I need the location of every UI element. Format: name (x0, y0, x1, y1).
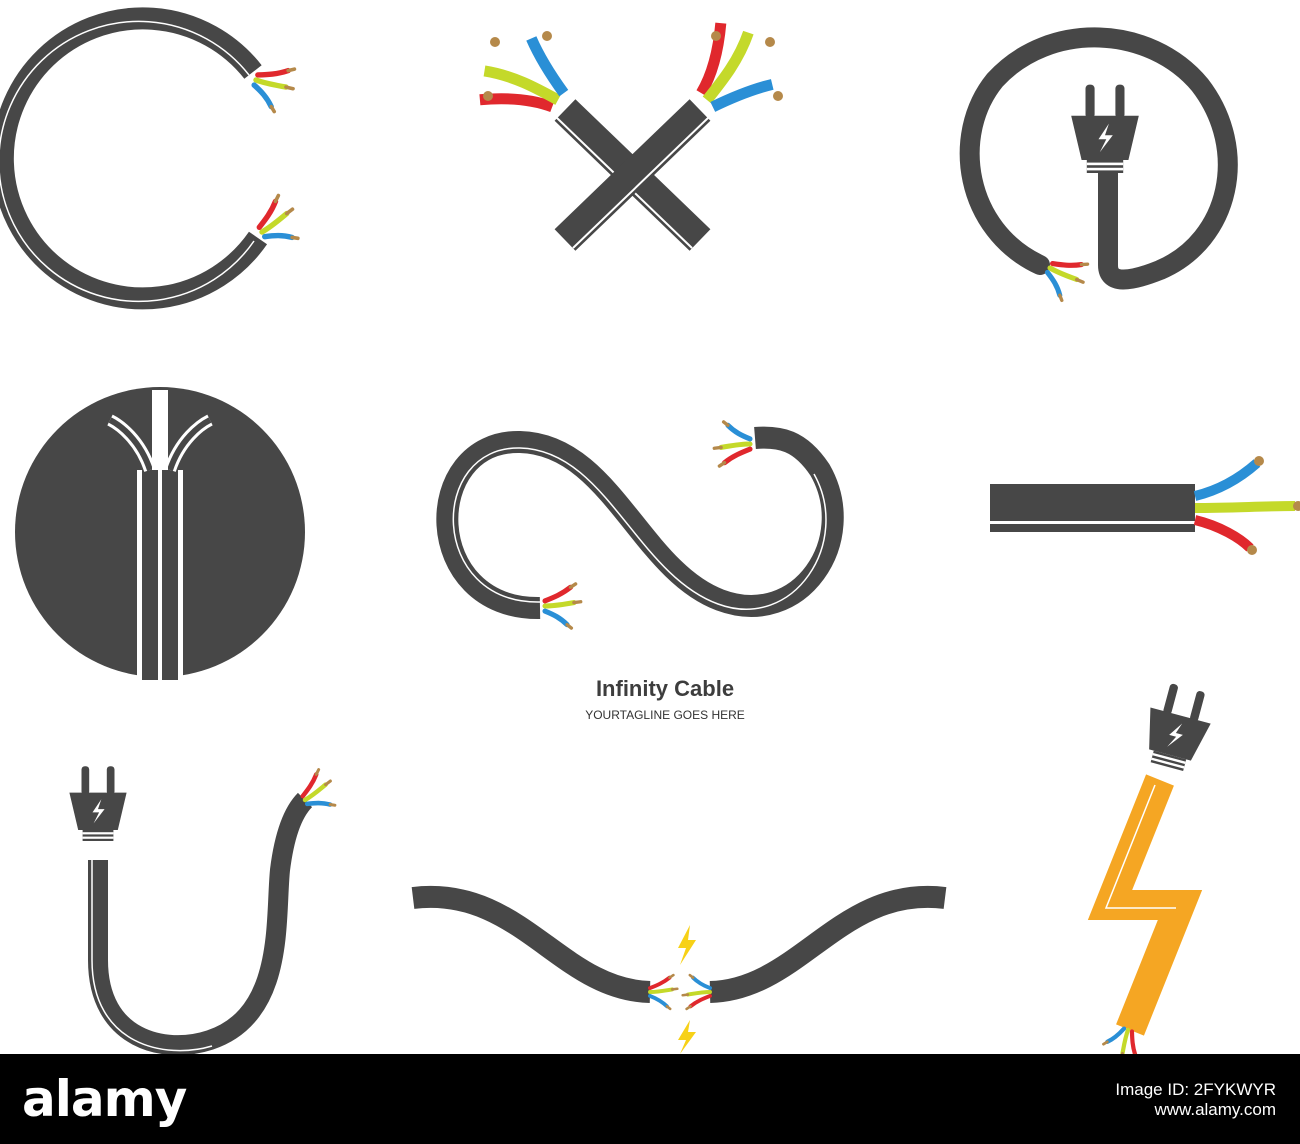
brand-tagline: YOURTAGLINE GOES HERE (585, 708, 745, 722)
broken-wave-cable-icon (411, 885, 947, 1054)
infinity-cable-icon (436, 422, 844, 628)
alamy-logo: alamy (22, 1070, 187, 1128)
brand-name: Infinity Cable (595, 676, 735, 701)
watermark-id: Image ID: 2FYKWYR www.alamy.com (1115, 1080, 1276, 1120)
split-cable-circle-icon (15, 387, 305, 680)
site-url: www.alamy.com (1154, 1100, 1276, 1119)
image-id-label: Image ID: 2FYKWYR (1115, 1080, 1276, 1099)
plug-lightning-icon (1087, 679, 1219, 1054)
cable-ring-icon (0, 7, 306, 310)
icon-sheet (0, 7, 1300, 1054)
crossed-cables-icon (479, 22, 783, 251)
straight-cable-icon (990, 456, 1300, 555)
plug-loop-icon (959, 27, 1238, 305)
plug-u-cable-icon (69, 766, 342, 1054)
watermark-footer: alamy Image ID: 2FYKWYR www.alamy.com (0, 1054, 1300, 1144)
